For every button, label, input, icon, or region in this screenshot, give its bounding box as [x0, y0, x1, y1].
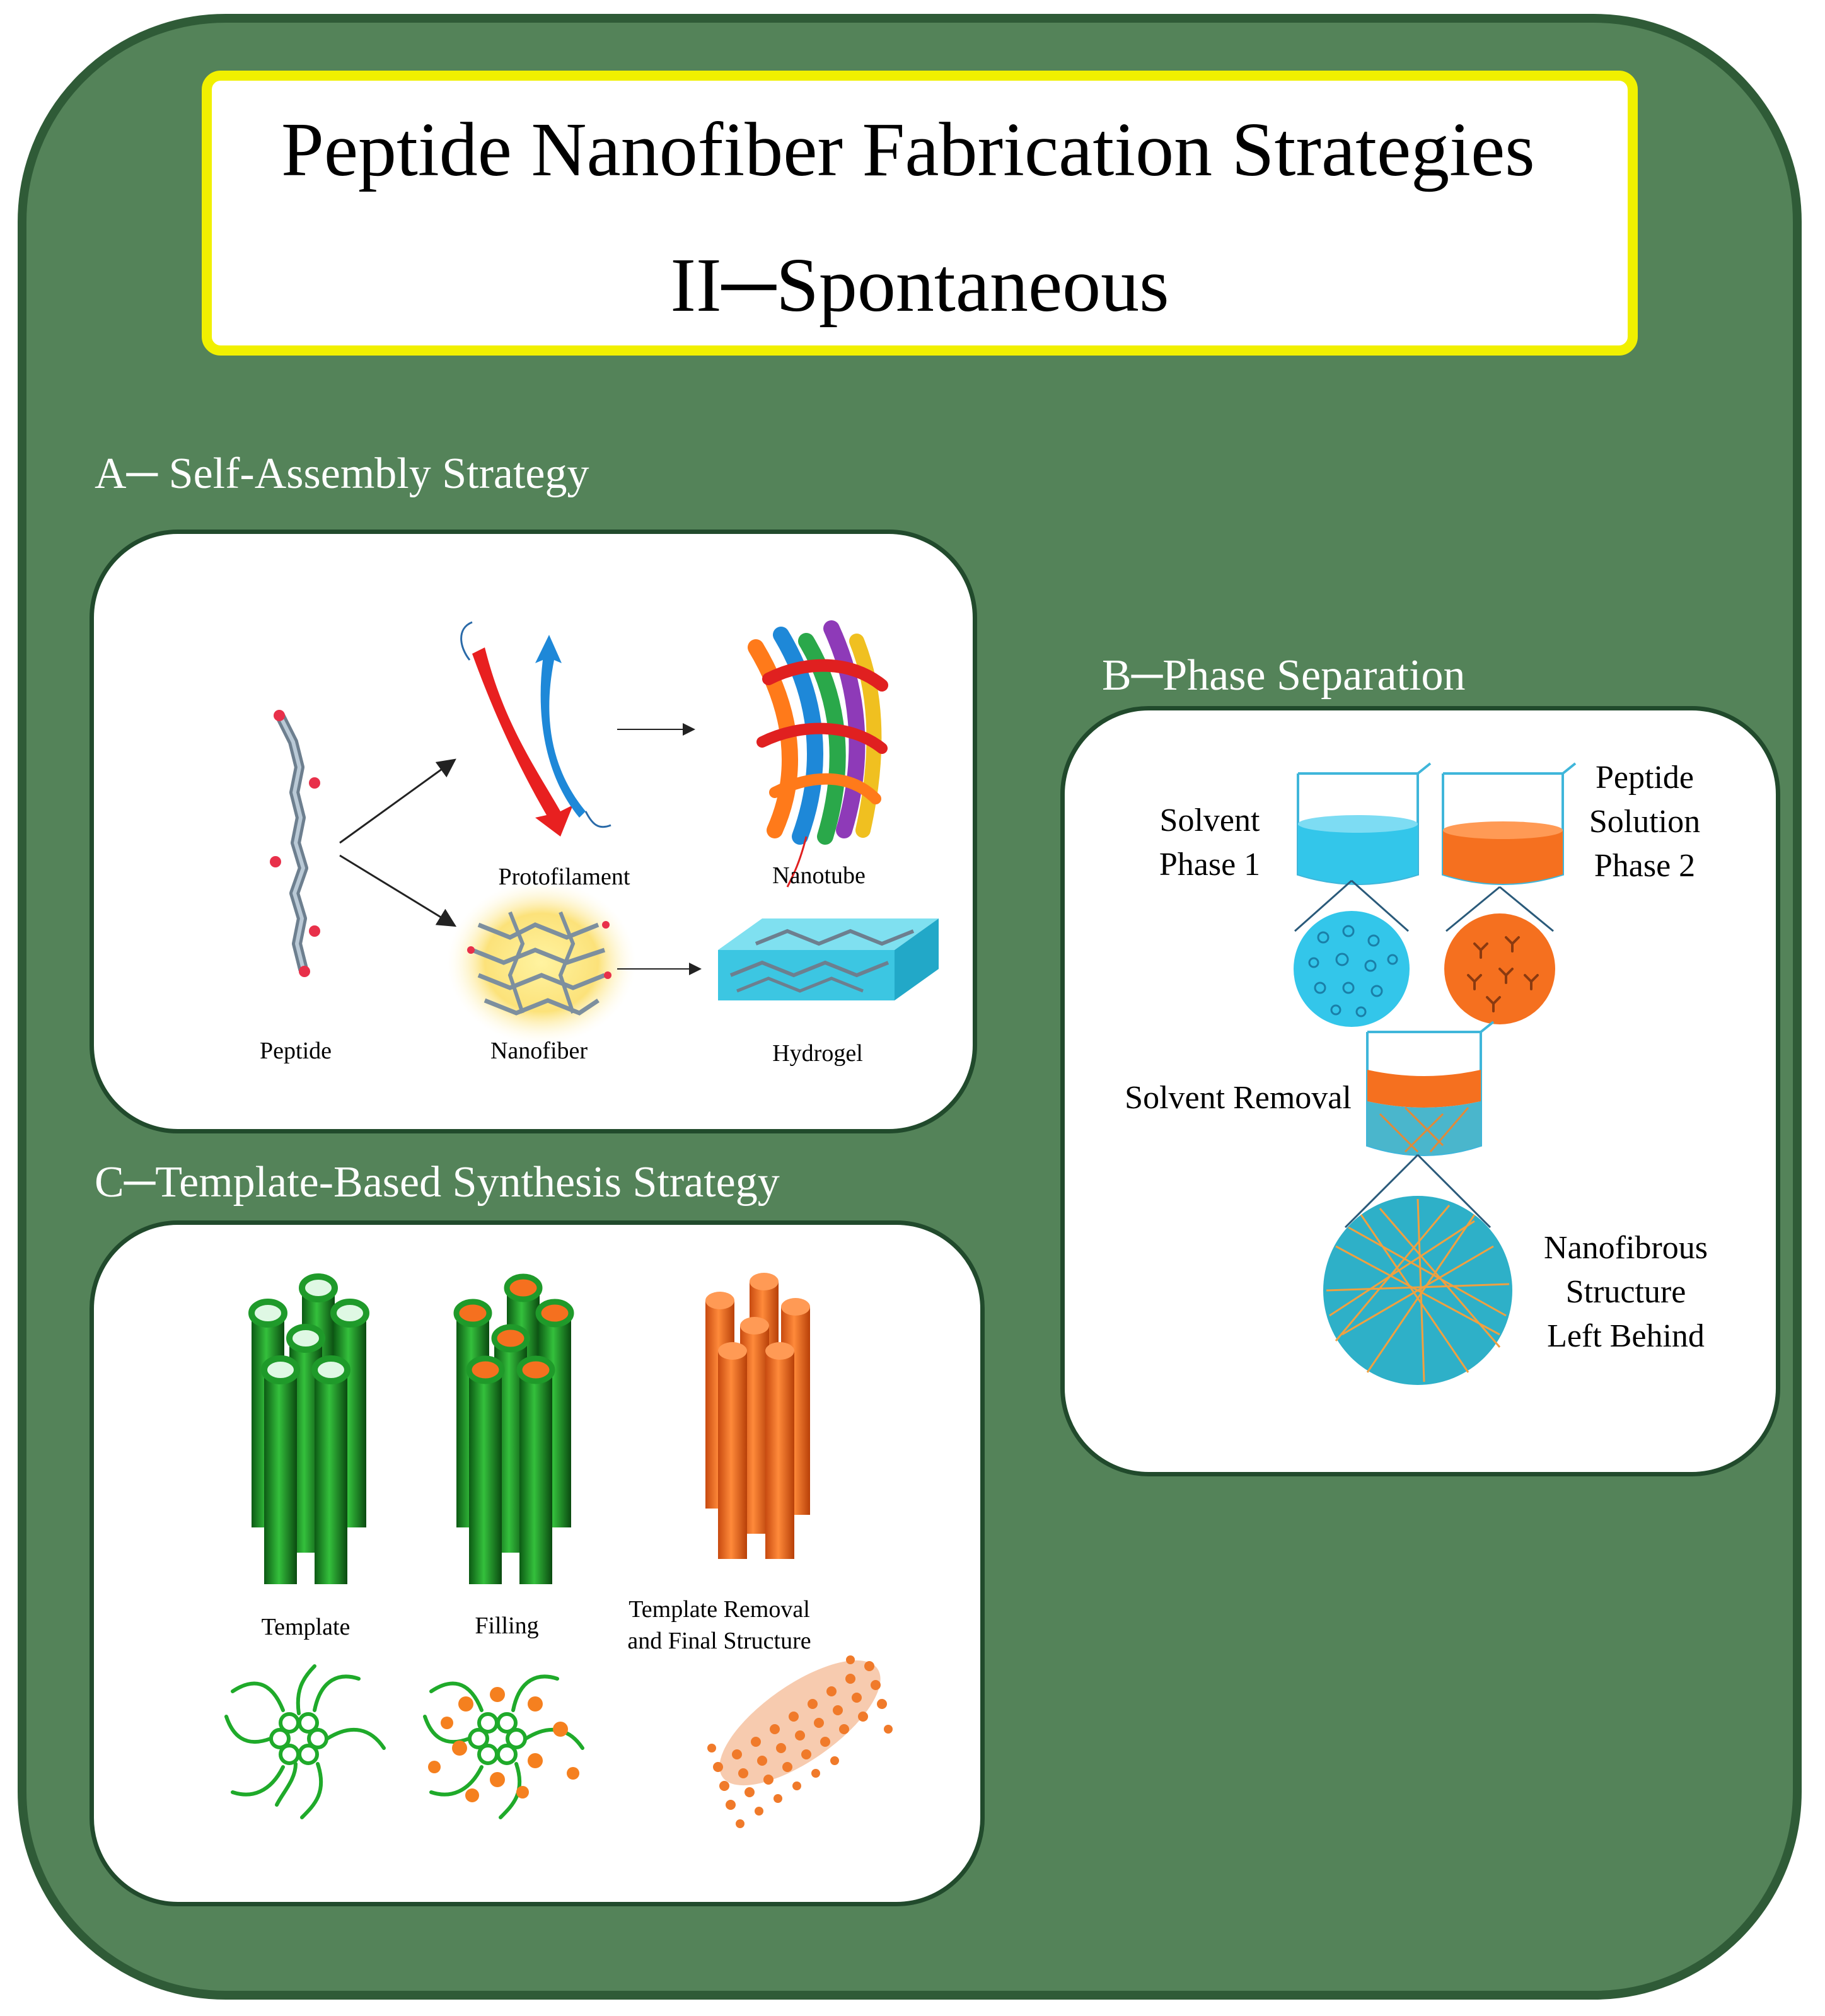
caption-hydrogel: Hydrogel — [772, 1040, 863, 1067]
caption-nanotube: Nanotube — [772, 862, 866, 889]
caption-peptide-line-2: Solution — [1589, 804, 1701, 840]
caption-solvent-line-2: Phase 1 — [1159, 847, 1261, 883]
caption-solvent-line-1: Solvent — [1159, 802, 1260, 838]
section-c-label: C─Template-Based Synthesis Strategy — [95, 1158, 780, 1207]
caption-nano-line-2: Structure — [1565, 1274, 1686, 1310]
beaker-solvent-removal — [1366, 1021, 1495, 1156]
nanotube-barrel — [748, 620, 888, 888]
caption-peptide-line-3: Phase 2 — [1594, 848, 1696, 884]
caption-nano-line-1: Nanofibrous — [1544, 1230, 1708, 1266]
caption-template: Template — [261, 1614, 351, 1640]
beaker-peptide-phase-2 — [1442, 762, 1577, 885]
template-tube-bundle — [248, 1273, 369, 1584]
zoom-solvent-molecules — [1294, 911, 1410, 1027]
panel-template-synthesis: Template Filling Template Removal and Fi… — [90, 1220, 985, 1906]
filling-cross-section — [423, 1674, 584, 1819]
title-line-2: II─Spontaneous — [670, 243, 1169, 328]
self-assembly-illustration — [270, 620, 939, 1045]
nanofiber-mesh — [447, 881, 636, 1045]
phase-separation-illustration — [1294, 762, 1577, 1385]
panel-self-assembly: Peptide Protofilament Nanotube Nanofiber… — [90, 530, 977, 1133]
caption-nano-line-3: Left Behind — [1547, 1318, 1705, 1354]
section-a-label: A─ Self-Assembly Strategy — [95, 449, 589, 498]
template-cross-section — [224, 1664, 386, 1819]
caption-solvent-removal: Solvent Removal — [1125, 1080, 1352, 1116]
zoom-nanofibrous-structure — [1323, 1196, 1512, 1385]
beaker-solvent-phase-1 — [1297, 762, 1432, 885]
template-synthesis-illustration — [224, 1273, 893, 1828]
zoom-peptide-molecules — [1444, 913, 1555, 1024]
caption-peptide: Peptide — [260, 1038, 332, 1064]
caption-template-removal: Template Removal — [629, 1596, 810, 1623]
hydrogel-block — [718, 918, 939, 1000]
protofilament-strands — [460, 621, 611, 837]
caption-filling: Filling — [475, 1613, 539, 1639]
caption-protofilament: Protofilament — [498, 864, 630, 890]
caption-solvent: Solvent Phase 1 — [1128, 799, 1292, 887]
filled-tube-bundle — [453, 1273, 574, 1584]
caption-nanofiber: Nanofiber — [490, 1038, 588, 1064]
caption-final-structure: and Final Structure — [627, 1628, 811, 1654]
arrow-to-nanofiber — [339, 854, 457, 927]
panel-phase-separation: Solvent Phase 1 Peptide Solution Phase 2… — [1060, 706, 1780, 1476]
peptide-molecule — [270, 710, 320, 977]
caption-peptide-line-1: Peptide — [1596, 760, 1694, 796]
final-orange-rods — [705, 1273, 810, 1559]
section-b-label: B─Phase Separation — [1102, 651, 1466, 700]
final-dotted-structure — [707, 1655, 893, 1828]
title-box: Peptide Nanofiber Fabrication Strategies… — [202, 71, 1638, 356]
arrow-to-protofilament — [339, 758, 456, 844]
caption-nanofibrous: Nanofibrous Structure Left Behind — [1525, 1226, 1727, 1358]
title-line-1: Peptide Nanofiber Fabrication Strategies — [281, 107, 1535, 192]
caption-peptide-solution: Peptide Solution Phase 2 — [1569, 756, 1720, 888]
